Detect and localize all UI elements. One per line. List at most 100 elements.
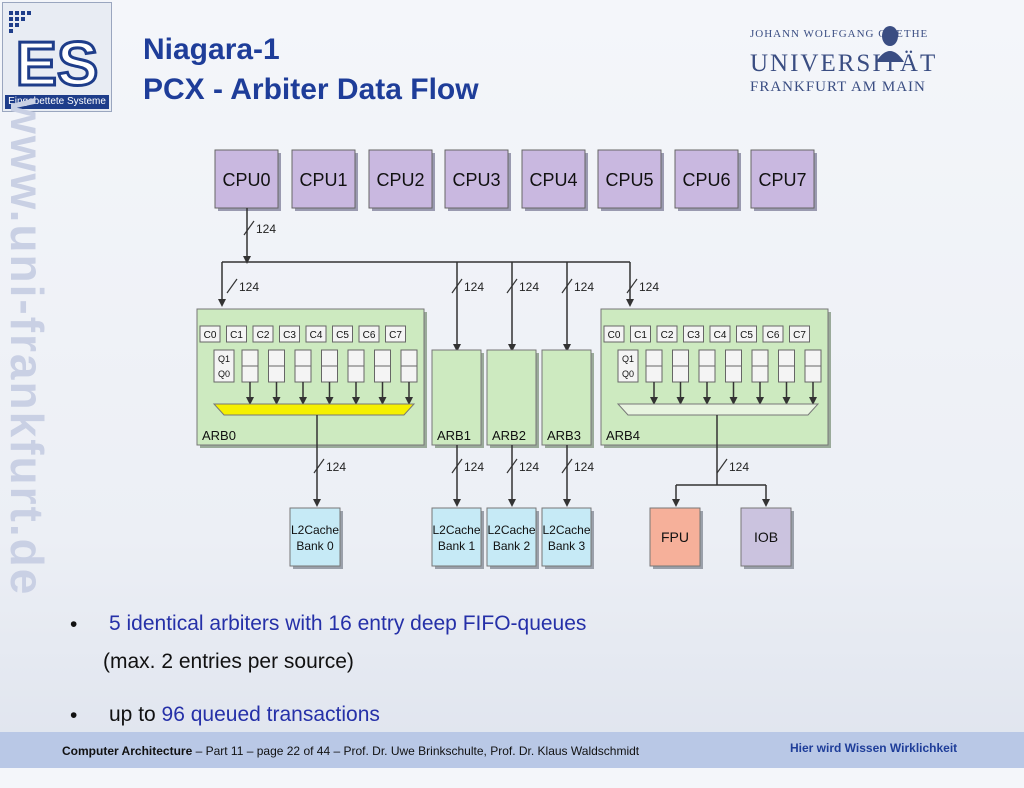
arbiter-4-cell-box-0 [603,325,625,343]
arbiter-4-cell-label-3: C3 [687,330,700,341]
arbiter-4-cell-label-6: C6 [767,330,780,341]
cpu-label-7: CPU7 [758,170,806,190]
arbiter-4-cell-label-5: C5 [740,330,753,341]
footer-slogan: Hier wird Wissen Wirklichkeit [790,741,958,755]
es-logo-text: ES [16,30,99,95]
arbiter-0-cell-box-2 [252,325,274,343]
arbiter-4-cell-box-5 [736,325,757,343]
bus-width-label-arb1: 124 [464,280,484,294]
arbiter-0-cell-box-5 [332,325,353,343]
cpu-label-5: CPU5 [605,170,653,190]
bus-width-label-out4-slash [716,458,728,474]
arbiter-0-cell-label-1: C1 [230,330,243,341]
arbiter-0-cell-label-3: C3 [283,330,296,341]
bus-width-label-arb0-slash [226,278,238,294]
arbiter-4-cell-box-7 [789,325,810,343]
arbiter-label-2: ARB2 [492,428,526,443]
arbiter-0-cell-label-2: C2 [257,330,270,341]
arbiter-0-queue-label-box [213,349,235,383]
bus-width-label-arb3-slash [561,278,573,294]
target-label-0-line2: Bank 0 [296,539,334,553]
arbiter-4-queue-label-q0: Q0 [622,369,634,379]
cpu-label-2: CPU2 [376,170,424,190]
bus-width-label-out3: 124 [574,460,594,474]
cpu-box-3 [444,149,509,209]
bus-width-label-arb3: 124 [574,280,594,294]
bus-width-label-out2: 124 [519,460,539,474]
bus-width-label-cpu: 124 [256,222,276,236]
arbiter-4-cell-box-6 [762,325,784,343]
cpu-box-1 [291,149,356,209]
goethe-portrait-icon [876,26,904,62]
target-box-2 [486,507,537,567]
bus-width-label-arb4-slash [626,278,638,294]
bullet-text-2: up to 96 queued transactions [109,703,380,727]
footer-course: Computer Architecture [62,744,193,758]
cpu-label-3: CPU3 [452,170,500,190]
bus-width-label-out4: 124 [729,460,749,474]
arbiter-4-multiplexer [616,403,820,416]
arbiter-4-cell-label-7: C7 [793,330,806,341]
cpu-box-5 [597,149,662,209]
target-label-4: FPU [661,529,689,545]
target-label-5: IOB [754,529,778,545]
arbiter-4-cell-label-1: C1 [634,330,647,341]
arbiter-4-cell-box-3 [683,325,704,343]
arbiter-0-cell-label-0: C0 [204,330,217,341]
arbiter-4-cell-label-0: C0 [608,330,621,341]
bus-width-label-arb2: 124 [519,280,539,294]
arbiter-label-1: ARB1 [437,428,471,443]
arbiter-0-cell-label-7: C7 [389,330,402,341]
cpu-box-7 [750,149,815,209]
bus-width-label-arb4: 124 [639,280,659,294]
bullet-text-2-highlight: 96 queued transactions [161,703,380,726]
target-label-2-line2: Bank 2 [493,539,531,553]
arbiter-4-cell-box-2 [656,325,678,343]
arbiter-0-cell-box-6 [358,325,380,343]
slide-title: Niagara-1 PCX - Arbiter Data Flow [143,30,479,110]
arbiter-4-queue-label-box [617,349,639,383]
cpu-label-0: CPU0 [222,170,270,190]
bullet-text-2-pre: up to [109,703,162,726]
logo-subtitle: Eingebettete Systeme [5,95,109,109]
university-line-3: FRANKFURT AM MAIN [750,79,926,95]
title-line-2: PCX - Arbiter Data Flow [143,73,479,106]
bus-width-label-arb0: 124 [239,280,259,294]
target-box-4 [649,507,701,567]
target-box-1 [431,507,482,567]
cpu-box-6 [674,149,739,209]
cpu-label-4: CPU4 [529,170,577,190]
target-label-3-line1: L2Cache [542,523,590,537]
bullet-text-1: 5 identical arbiters with 16 entry deep … [109,612,587,635]
footer-bar: Computer Architecture – Part 11 – page 2… [0,732,1024,768]
bus-width-label-out1: 124 [464,460,484,474]
bus-width-label-arb1-slash [451,278,463,294]
footer-citation: Computer Architecture – Part 11 – page 2… [62,744,639,758]
arbiter-0-cell-box-4 [305,325,327,343]
arbiter-0-cell-box-3 [279,325,300,343]
arbiter-label-4: ARB4 [606,428,640,443]
footer-details: – Part 11 – page 22 of 44 – Prof. Dr. Uw… [192,744,640,758]
title-line-1: Niagara-1 [143,33,280,66]
target-label-3-line2: Bank 3 [548,539,586,553]
arbiter-4-cell-box-1 [630,325,651,343]
bus-width-label-out0: 124 [326,460,346,474]
arbiter-box-3 [541,349,592,446]
target-box-0 [289,507,341,567]
arbiter-0-queue-label-q0: Q0 [218,369,230,379]
bullet-subtext-1: (max. 2 entries per source) [103,650,354,673]
es-logo-graphic: ES [9,11,100,101]
target-label-0-line1: L2Cache [291,523,339,537]
arbiter-0-cell-label-5: C5 [336,330,349,341]
cpu-label-6: CPU6 [682,170,730,190]
target-label-2-line1: L2Cache [487,523,535,537]
target-label-1-line2: Bank 1 [438,539,476,553]
arbiter-label-3: ARB3 [547,428,581,443]
arbiter-0-cell-label-6: C6 [363,330,376,341]
bullet-marker-1: • [70,613,78,636]
bus-width-label-cpu-slash [243,220,255,236]
bus-width-label-out1-slash [451,458,463,474]
bus-width-label-arb2-slash [506,278,518,294]
target-label-1-line1: L2Cache [432,523,480,537]
